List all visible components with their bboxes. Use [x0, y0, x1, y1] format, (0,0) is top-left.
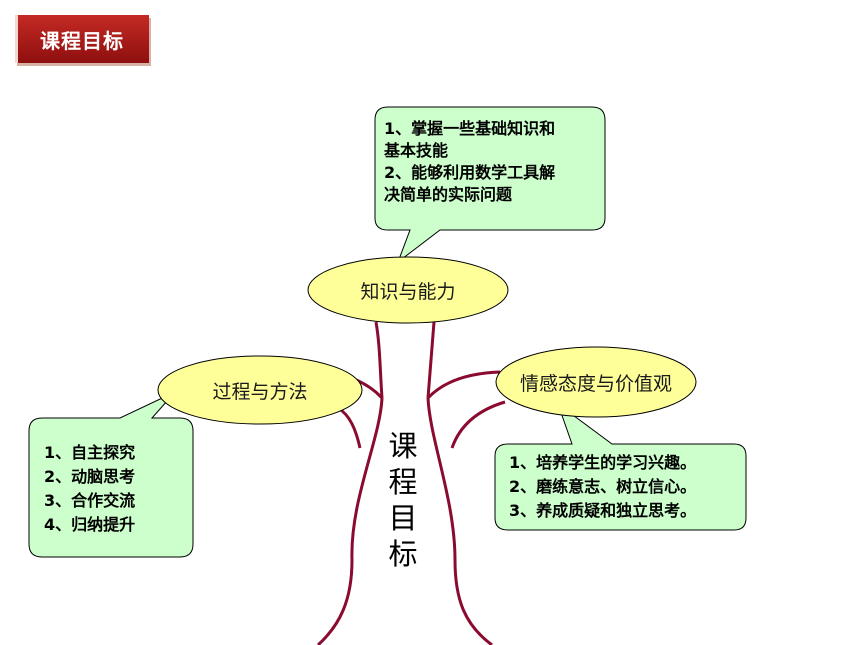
process-ellipse: [157, 355, 363, 425]
trunk-label: 课 程 目 标: [385, 428, 421, 572]
knowledge-label-text: 知识与能力: [360, 280, 456, 303]
emotion-bubble-line: 1、培养学生的学习兴趣。: [509, 453, 697, 472]
knowledge-bubble-line: 1、掌握一些基础知识和: [384, 119, 556, 138]
branch-top-right: [426, 321, 436, 399]
knowledge-ellipse: [307, 256, 509, 324]
emotion-bubble-line: 3、养成质疑和独立思考。: [509, 501, 697, 520]
emotion-node-label: 情感态度与价值观: [496, 347, 696, 417]
emotion-bubble-shape: [494, 402, 747, 531]
trunk-char: 标: [388, 537, 418, 571]
knowledge-node-label: 知识与能力: [308, 257, 508, 323]
knowledge-bubble-line: 基本技能: [384, 141, 449, 160]
process-bubble-line: 1、自主探究: [44, 443, 136, 462]
trunk-right-line: [426, 397, 493, 645]
process-bubble-line: 3、合作交流: [44, 491, 136, 510]
knowledge-bubble-line: 决简单的实际问题: [384, 185, 513, 204]
trunk-left-line: [316, 397, 384, 645]
process-bubble-line: 4、归纳提升: [44, 515, 136, 534]
knowledge-bubble-line: 2、能够利用数学工具解: [384, 163, 556, 182]
branch-top-left: [374, 321, 384, 399]
process-node-label: 过程与方法: [158, 356, 362, 424]
trunk-char: 课: [388, 429, 418, 463]
emotion-ellipse: [495, 346, 697, 418]
process-bubble-text: 1、自主探究 2、动脑思考 3、合作交流 4、归纳提升: [44, 441, 135, 537]
knowledge-bubble-text: 1、掌握一些基础知识和 基本技能 2、能够利用数学工具解 决简单的实际问题: [384, 118, 555, 206]
process-label-text: 过程与方法: [212, 380, 308, 403]
branch-right-lower: [450, 400, 506, 449]
trunk-char: 目: [388, 501, 418, 535]
process-bubble-shape: [28, 391, 194, 558]
emotion-bubble-text: 1、培养学生的学习兴趣。 2、磨练意志、树立信心。 3、养成质疑和独立思考。: [509, 451, 696, 523]
branch-right: [426, 370, 501, 400]
knowledge-bubble-shape: [374, 106, 606, 264]
process-bubble-line: 2、动脑思考: [44, 467, 136, 486]
title-text: 课程目标: [40, 28, 124, 53]
emotion-bubble-line: 2、磨练意志、树立信心。: [509, 477, 697, 496]
title-badge: 课程目标: [15, 15, 149, 63]
trunk-char: 程: [388, 465, 418, 499]
emotion-label-text: 情感态度与价值观: [519, 372, 672, 395]
